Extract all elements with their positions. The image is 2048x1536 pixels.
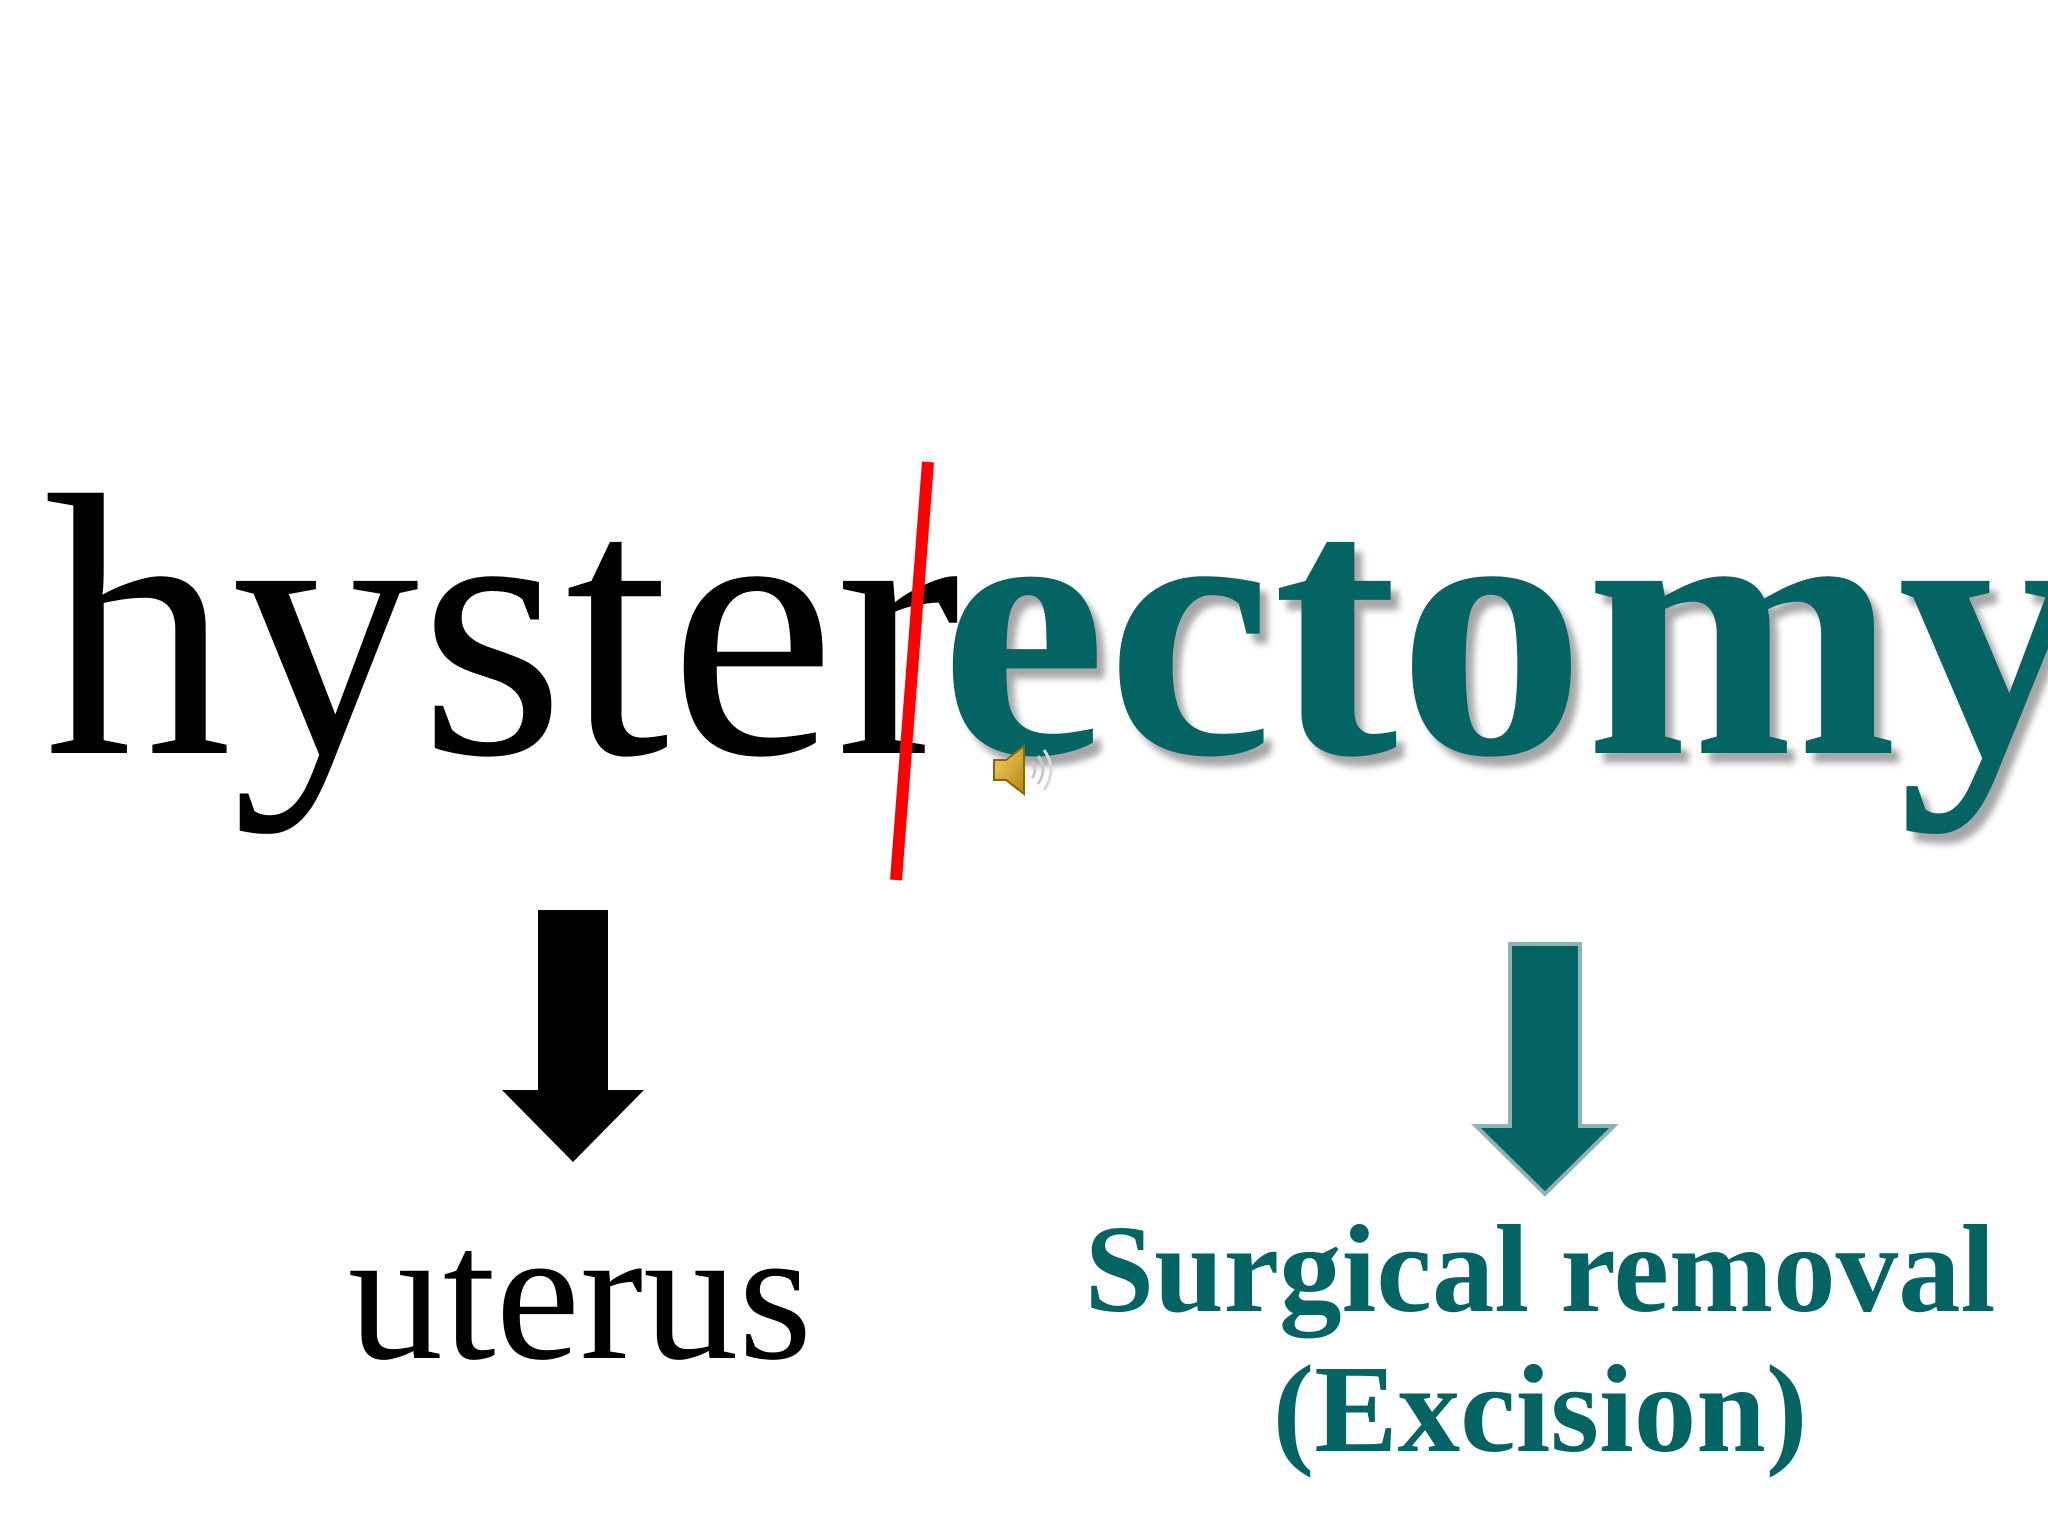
suffix-arrow-down-icon	[1471, 942, 1619, 1197]
speaker-icon[interactable]	[990, 740, 1062, 800]
word-suffix: ectomy	[940, 420, 2048, 835]
root-meaning: uterus	[347, 1190, 813, 1400]
root-arrow-down-icon	[502, 910, 644, 1162]
word-root: hyster	[44, 420, 961, 835]
suffix-meaning-line1: Surgical removal	[1084, 1201, 1996, 1339]
suffix-meaning: Surgical removal (Excision)	[1060, 1200, 2020, 1480]
suffix-meaning-line2: (Excision)	[1272, 1341, 1808, 1479]
